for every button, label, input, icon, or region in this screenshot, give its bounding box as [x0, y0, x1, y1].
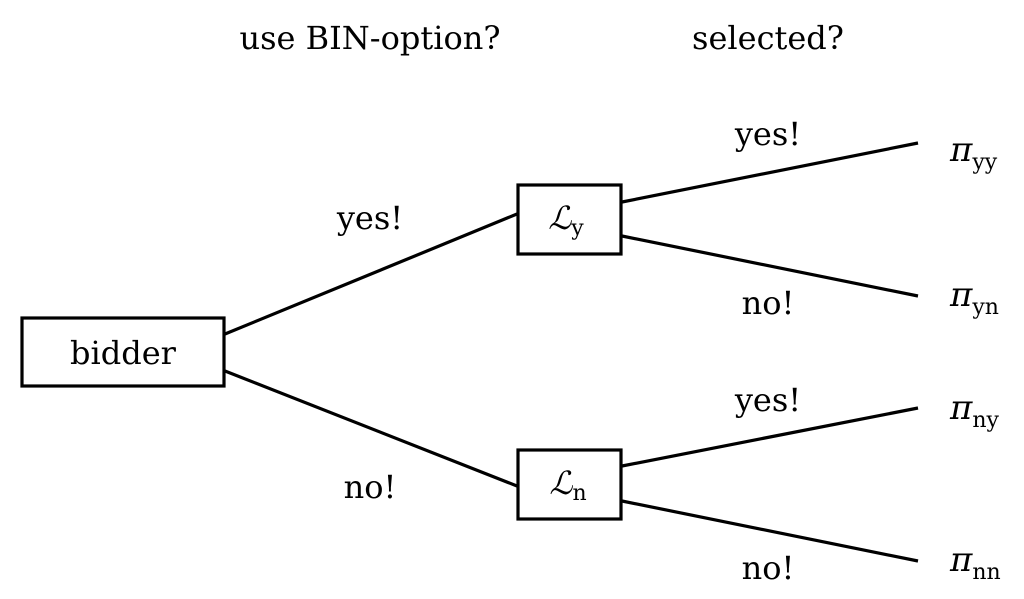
edge-ly-no	[621, 234, 919, 298]
payoff-yn: πyn	[949, 275, 999, 320]
edge-ln-yes	[621, 406, 919, 468]
edge-label-ly-yes: yes!	[734, 115, 801, 153]
node-ln-label: ℒn	[549, 464, 586, 506]
node-ly-label: ℒy	[548, 199, 584, 241]
edge-root-no	[224, 369, 518, 488]
node-ln-box	[516, 448, 623, 521]
edge-label-ln-yes: yes!	[734, 381, 801, 419]
node-ly-box	[516, 183, 623, 256]
payoff-yy: πyy	[949, 130, 998, 175]
edge-label-root-no: no!	[344, 468, 397, 506]
header-selected: selected?	[692, 19, 844, 57]
edge-root-yes	[224, 212, 518, 336]
node-ly-subscript: y	[570, 216, 584, 241]
node-ln-subscript: n	[572, 481, 586, 506]
edge-label-root-yes: yes!	[336, 199, 403, 237]
edge-ly-yes	[621, 141, 919, 204]
payoff-ny: πny	[949, 388, 1000, 433]
node-bidder-box	[20, 316, 226, 388]
node-bidder-label: bidder	[70, 334, 177, 372]
edge-label-ly-no: no!	[742, 284, 795, 322]
edge-ln-no	[621, 499, 919, 563]
header-use-bin-option: use BIN-option?	[240, 19, 501, 57]
node-ly-symbol: ℒ	[548, 199, 572, 237]
payoff-nn: πnn	[949, 540, 1001, 585]
node-ln-symbol: ℒ	[549, 464, 573, 502]
edge-label-ln-no: no!	[742, 549, 795, 587]
